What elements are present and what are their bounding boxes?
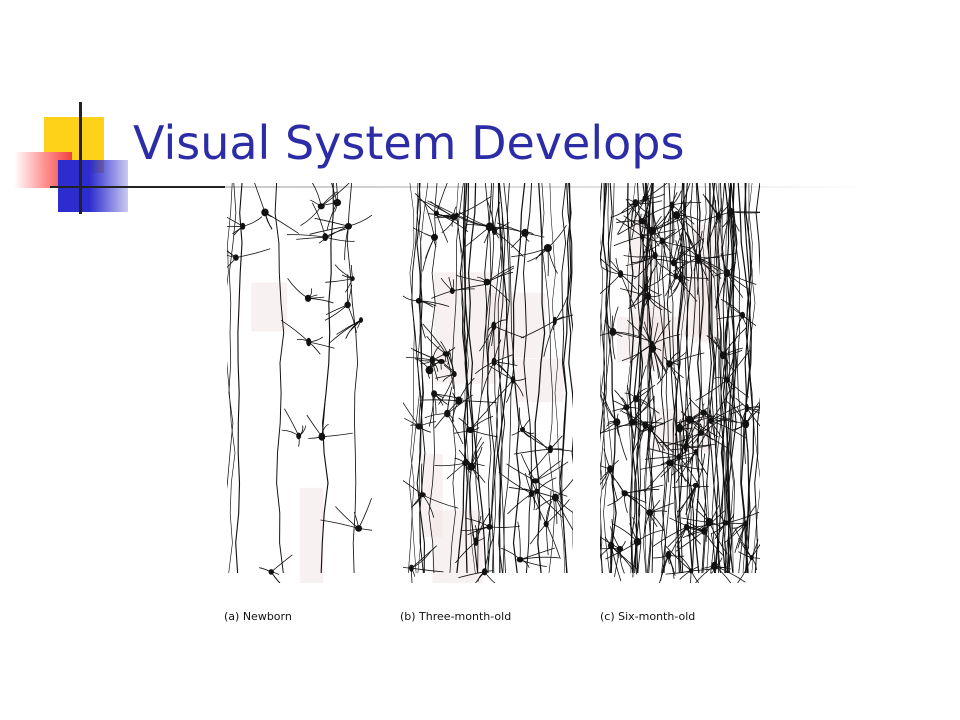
newborn-neurons-illustration [227,183,372,583]
title-underline [225,186,865,188]
six-month-old-neurons-illustration [600,183,760,583]
decorative-vertical-line [79,102,82,214]
neuron-development-figure: (a) Newborn (b) Three-month-old (c) Six-… [222,183,762,643]
caption-six-month-old: (c) Six-month-old [600,610,696,623]
caption-newborn: (a) Newborn [224,610,292,623]
slide-title: Visual System Develops [133,116,685,170]
caption-three-month-old: (b) Three-month-old [400,610,512,623]
three-month-old-neurons-illustration [403,183,573,583]
decorative-horizontal-line [50,186,225,188]
